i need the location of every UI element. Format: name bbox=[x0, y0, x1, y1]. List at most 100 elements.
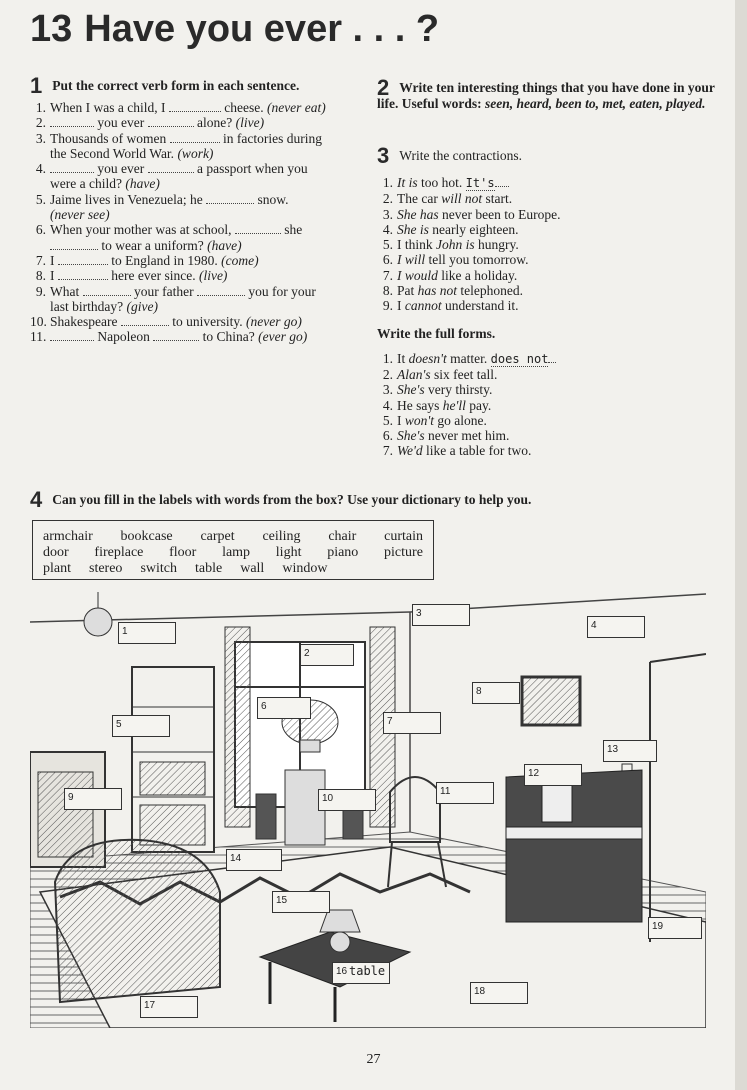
exercise-1-list: 1.When I was a child, I cheese. (never e… bbox=[30, 100, 360, 345]
answer-blank[interactable] bbox=[57, 270, 108, 281]
box-word: picture bbox=[384, 545, 423, 560]
box-word: armchair bbox=[43, 529, 93, 544]
label-box-6[interactable]: 6 bbox=[257, 697, 311, 719]
list-item: 6.She's never met him. bbox=[382, 428, 510, 444]
label-box-19[interactable]: 19 bbox=[648, 917, 702, 939]
label-box-18[interactable]: 18 bbox=[470, 982, 528, 1004]
list-item: 8.I here ever since. (live) bbox=[35, 268, 228, 284]
label-box-2[interactable]: 2 bbox=[300, 644, 354, 666]
box-word: table bbox=[195, 561, 223, 576]
handwritten-answer: It's bbox=[465, 176, 495, 191]
full-forms-list: 1.It doesn't matter. does not 2.Alan's s… bbox=[377, 351, 722, 459]
label-box-1[interactable]: 1 bbox=[118, 622, 176, 644]
answer-blank[interactable] bbox=[147, 117, 194, 128]
box-word: light bbox=[275, 545, 302, 560]
label-box-10[interactable]: 10 bbox=[318, 789, 376, 811]
answer-blank[interactable] bbox=[50, 331, 94, 342]
living-room-drawing bbox=[29, 592, 707, 1029]
box-word: wall bbox=[240, 561, 265, 576]
label-box-17[interactable]: 17 bbox=[140, 996, 198, 1018]
label-box-7[interactable]: 7 bbox=[383, 712, 441, 734]
list-item: 3.She has never been to Europe. bbox=[382, 206, 561, 222]
box-word: switch bbox=[140, 561, 177, 576]
answer-blank[interactable] bbox=[120, 316, 169, 327]
list-item: 7.I would like a holiday. bbox=[382, 267, 518, 283]
answer-blank[interactable] bbox=[196, 286, 245, 296]
list-item: 4.He says he'll pay. bbox=[382, 397, 492, 413]
list-item: 8.Pat has not telephoned. bbox=[382, 283, 524, 299]
list-item: 1.It doesn't matter. does not bbox=[377, 351, 722, 367]
list-item: 1.When I was a child, I cheese. (never e… bbox=[35, 100, 326, 115]
list-item: 1.It is too hot. It's bbox=[377, 175, 722, 191]
list-item: 2.Alan's six feet tall. bbox=[382, 366, 498, 382]
box-word: ceiling bbox=[262, 529, 301, 544]
answer-blank[interactable] bbox=[147, 163, 194, 174]
label-box-12[interactable]: 12 bbox=[524, 764, 582, 786]
page-title: 13 Have you ever . . . ? bbox=[30, 8, 439, 51]
contractions-list: 1.It is too hot. It's 2.The car will not… bbox=[377, 175, 722, 314]
page-number: 27 bbox=[366, 1052, 381, 1067]
box-word: chair bbox=[328, 529, 357, 544]
label-box-5[interactable]: 5 bbox=[112, 715, 170, 737]
list-item: 5.Jaime lives in Venezuela; he snow.(nev… bbox=[35, 191, 289, 223]
label-box-15[interactable]: 15 bbox=[272, 891, 330, 913]
word-box-row: door fireplace floor lamp light piano picture bbox=[33, 545, 433, 561]
box-word: bookcase bbox=[120, 529, 173, 544]
full-forms-heading: Write the full forms. bbox=[377, 325, 496, 341]
box-word: window bbox=[282, 561, 328, 576]
list-item: 10.Shakespeare to university. (never go) bbox=[30, 314, 302, 330]
list-item: 4.She is nearly eighteen. bbox=[382, 221, 519, 237]
list-item: 7.I to England in 1980. (come) bbox=[35, 252, 259, 268]
label-box-4[interactable]: 4 bbox=[587, 616, 645, 638]
answer-blank[interactable] bbox=[234, 224, 281, 235]
answer-blank[interactable] bbox=[82, 286, 131, 296]
answer-blank[interactable] bbox=[50, 117, 94, 128]
label-box-3[interactable]: 3 bbox=[412, 604, 470, 626]
answer-blank[interactable] bbox=[153, 331, 200, 342]
list-item: 5.I won't go alone. bbox=[382, 412, 487, 428]
answer-blank[interactable] bbox=[50, 240, 98, 250]
list-item: 3.Thousands of women in factories during… bbox=[35, 130, 322, 161]
exercise-number: 4 bbox=[30, 487, 43, 512]
box-word: fireplace bbox=[94, 545, 144, 560]
list-item: 3.She's very thirsty. bbox=[382, 382, 493, 398]
label-box-13[interactable]: 13 bbox=[603, 740, 657, 762]
list-item: 6.When your mother was at school, she to… bbox=[35, 222, 303, 253]
answer-blank[interactable] bbox=[206, 194, 255, 204]
unit-title: Have you ever . . . ? bbox=[84, 8, 440, 50]
answer-blank[interactable] bbox=[169, 133, 220, 143]
box-word: floor bbox=[169, 545, 197, 560]
page-edge bbox=[735, 0, 747, 1090]
list-item: 11. Napoleon to China? (ever go) bbox=[30, 329, 308, 345]
answer-blank[interactable] bbox=[57, 255, 108, 265]
answer-blank[interactable] bbox=[168, 102, 221, 112]
label-box-14[interactable]: 14 bbox=[226, 849, 282, 871]
list-item: 2. you ever alone? (live) bbox=[35, 115, 265, 131]
label-box-9[interactable]: 9 bbox=[64, 788, 122, 810]
label-box-8[interactable]: 8 bbox=[472, 682, 520, 704]
box-word: lamp bbox=[222, 545, 251, 560]
handwritten-answer: does not bbox=[490, 351, 549, 367]
answer-blank[interactable] bbox=[50, 163, 94, 174]
exercise-number: 2 bbox=[377, 75, 390, 100]
label-box-11[interactable]: 11 bbox=[436, 782, 494, 804]
box-word: piano bbox=[327, 545, 359, 560]
list-item: 6.I will tell you tomorrow. bbox=[382, 252, 529, 268]
list-item: 2.The car will not start. bbox=[382, 191, 513, 207]
exercise-number: 3 bbox=[377, 143, 390, 168]
box-word: door bbox=[43, 545, 69, 560]
list-item: 7.We'd like a table for two. bbox=[382, 443, 532, 459]
box-word: carpet bbox=[200, 529, 235, 544]
unit-number: 13 bbox=[30, 8, 73, 50]
